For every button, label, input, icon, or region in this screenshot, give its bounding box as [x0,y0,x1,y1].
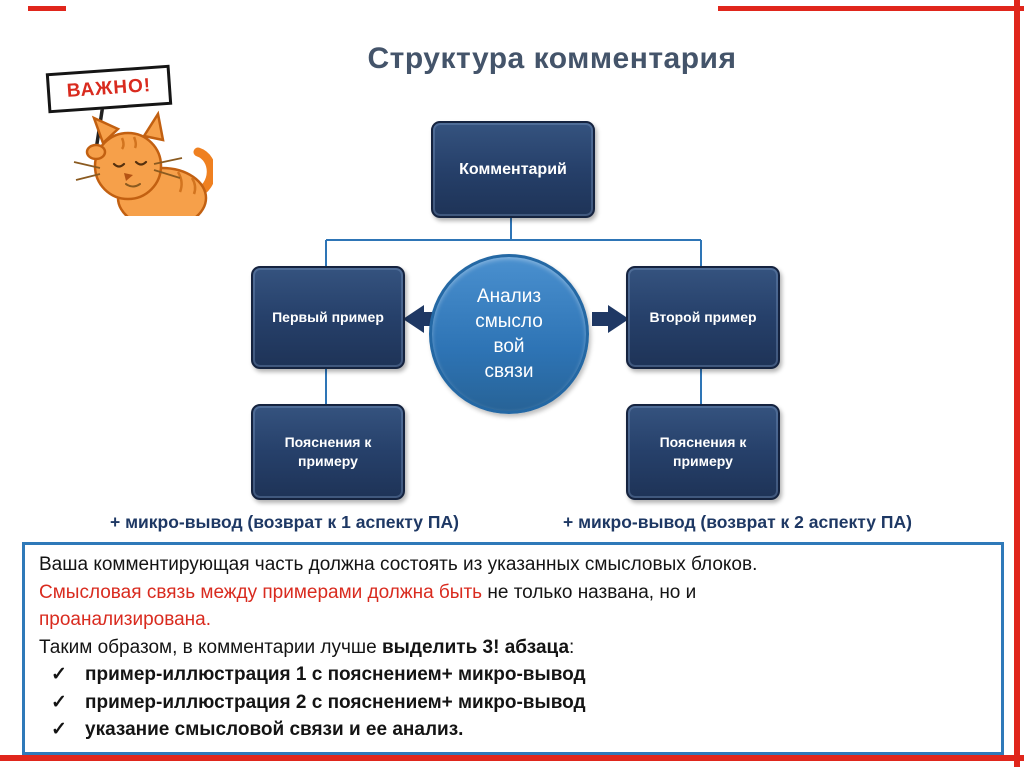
node-comment-label: Комментарий [459,160,567,178]
cat-paw [85,143,107,161]
note-bullet-1-text: пример-иллюстрация 1 с пояснением+ микро… [85,664,586,685]
arrow-right-icon [592,305,629,333]
cat-illustration [73,98,213,216]
node-analysis-circle: Анализ смысло вой связи [429,254,589,414]
node-analysis-line4: связи [484,361,534,382]
node-analysis-line2: смысло [475,311,543,332]
note-bullet-2-text: пример-иллюстрация 2 с пояснением+ микро… [85,691,586,713]
cat-mouth [125,183,141,188]
note-bullet-3: ✓ указание смысловой связи и ее анализ. [39,716,989,744]
node-first-example-label: Первый пример [272,309,384,326]
micro-conclusion-left: + микро-вывод (возврат к 1 аспекту ПА) [110,512,459,532]
node-second-example-label: Второй пример [649,309,757,326]
note-line-2-red: Смысловая связь между примерами должна б… [39,581,483,603]
check-icon: ✓ [51,691,67,713]
frame-line-top-left [28,6,66,11]
cat-ear-left [91,115,121,146]
node-explanation-left: Пояснения к примеру [251,404,405,500]
connector-lines [325,214,702,404]
check-icon: ✓ [51,719,67,740]
cat-whiskers [73,157,183,181]
cat-eyes [112,160,148,168]
frame-line-top-right [718,6,1024,11]
note-line-2-black: не только названа, но и [482,581,697,603]
arrow-left-icon [403,305,437,333]
note-bullet-1: ✓ пример-иллюстрация 1 с пояснением+ мик… [39,661,989,689]
node-second-example: Второй пример [626,266,780,369]
cat-nose [124,173,133,181]
micro-conclusion-right: + микро-вывод (возврат к 2 аспекту ПА) [563,512,912,532]
note-line-2: Смысловая связь между примерами должна б… [39,579,989,607]
note-line-4-post: : [569,636,575,658]
note-line-3-red: проанализирована. [39,609,211,630]
cat-body-stripes [176,171,197,195]
note-bullet-3-text: указание смысловой связи и ее анализ. [85,719,464,740]
important-sign-label: ВАЖНО! [66,75,152,102]
note-line-4-bold: выделить 3! абзаца [382,636,570,658]
node-comment: Комментарий [431,121,595,218]
node-explanation-left-label: Пояснения к примеру [284,434,372,469]
frame-line-right [1014,0,1020,767]
node-explanation-right: Пояснения к примеру [626,404,780,500]
cat-head-stripes [120,136,138,150]
node-first-example: Первый пример [251,266,405,369]
frame-line-bottom [0,755,1024,761]
check-icon: ✓ [51,664,67,685]
note-line-4-pre: Таким образом, в комментарии лучше [39,636,382,658]
node-analysis-line3: вой [493,336,525,357]
page-title: Структура комментария [367,42,737,75]
cat-head [93,131,163,201]
note-line-3: проанализирована. [39,606,989,634]
note-line-4: Таким образом, в комментарии лучше выдел… [39,634,989,662]
node-analysis-line1: Анализ [476,286,542,307]
note-line-1: Ваша комментирующая часть должна состоят… [39,554,758,575]
cat-ear-right [141,110,165,142]
node-explanation-right-label: Пояснения к примеру [659,434,747,469]
note-box: Ваша комментирующая часть должна состоят… [22,542,1004,755]
note-bullet-2: ✓ пример-иллюстрация 2 с пояснением+ мик… [39,689,989,717]
